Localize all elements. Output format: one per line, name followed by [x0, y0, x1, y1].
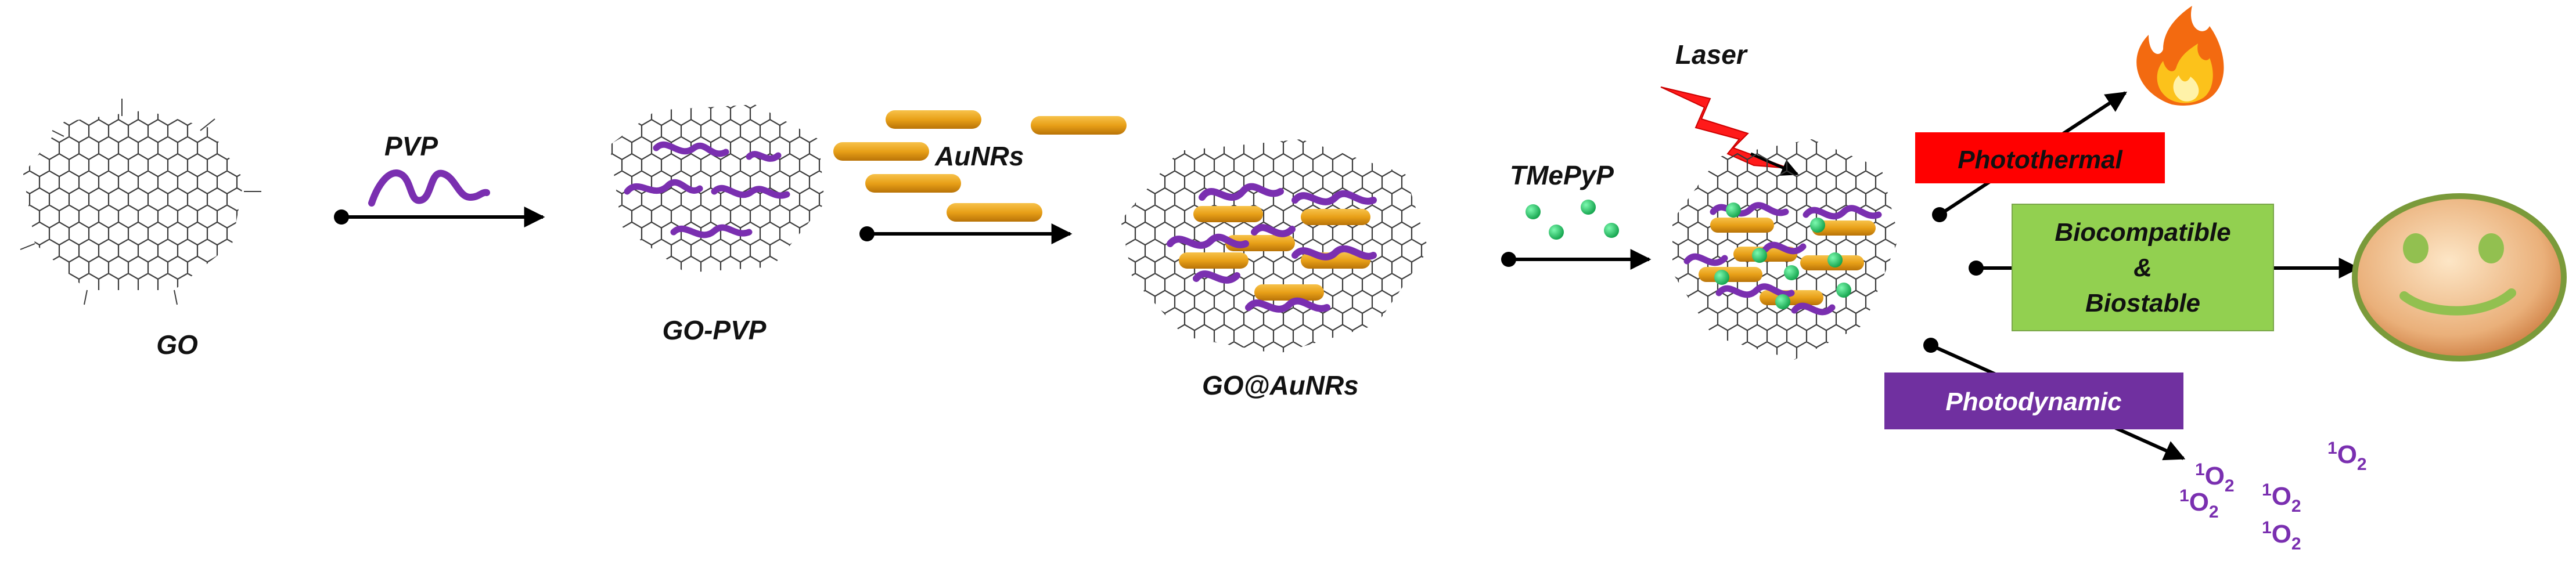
photodynamic-branch: Photodynamic [1884, 338, 2186, 461]
photothermal-label: Photothermal [1958, 146, 2122, 174]
pvp-step: PVP [334, 131, 545, 227]
photothermal-box [1915, 132, 2165, 183]
singlet-oxygen-symbol: 1O2 [2262, 518, 2301, 554]
final-composite [1672, 139, 1899, 360]
tmepyp-molecule [1581, 200, 1596, 215]
go-pvp-label: GO-PVP [663, 315, 767, 345]
biostable-label: Biostable [2085, 289, 2200, 317]
gold-nanorod [947, 203, 1042, 222]
biocompatible-label: Biocompatible [2055, 218, 2230, 247]
go-label: GO [156, 330, 198, 360]
photothermal-branch: Photothermal [1915, 6, 2224, 222]
tmepyp-molecules-final [1714, 202, 1851, 309]
go-functional-groups [20, 99, 261, 305]
pvp-chains-on-goaunrs [1167, 183, 1377, 313]
tmepyp-molecule [1549, 225, 1564, 240]
go-aunrs-sheet: GO@AuNRs [1121, 139, 1429, 400]
tmepyp-label: TMePyP [1510, 160, 1614, 190]
pvp-chains-final [1683, 202, 1882, 316]
ampersand-label: & [2134, 254, 2152, 282]
smiley-face-icon [2352, 193, 2567, 361]
singlet-oxygen-symbol: 1O2 [2327, 439, 2367, 474]
biocompatible-branch: Biocompatible & Biostable [1969, 193, 2567, 361]
go-pvp-sheet [610, 104, 825, 273]
photodynamic-label: Photodynamic [1945, 388, 2121, 416]
gold-nanorod [886, 110, 981, 129]
pvp-chains-on-go [624, 141, 790, 238]
gold-nanorod [865, 174, 961, 193]
singlet-oxygen-symbol: 1O2 [2179, 486, 2219, 522]
pvp-polymer-chain [368, 169, 490, 207]
go-aunrs-label: GO@AuNRs [1202, 370, 1359, 400]
biocompatible-box [2012, 204, 2274, 331]
singlet-oxygen-symbol: 1O2 [2262, 480, 2301, 516]
photodynamic-box [1884, 373, 2183, 429]
aunrs-label: AuNRs [934, 141, 1024, 171]
aunrs-step: AuNRs [833, 110, 1127, 244]
tmepyp-molecule [1604, 223, 1619, 238]
tmepyp-step: TMePyP [1501, 160, 1652, 270]
gold-nanorod [833, 142, 929, 161]
tmepyp-molecule [1526, 204, 1541, 219]
go-sheet [20, 99, 261, 305]
fire-icon [2136, 6, 2224, 106]
pvp-label: PVP [384, 131, 438, 161]
laser-label: Laser [1675, 39, 1748, 70]
singlet-oxygen-symbol: 1O2 [2195, 460, 2235, 496]
gold-nanorod [1031, 116, 1127, 135]
